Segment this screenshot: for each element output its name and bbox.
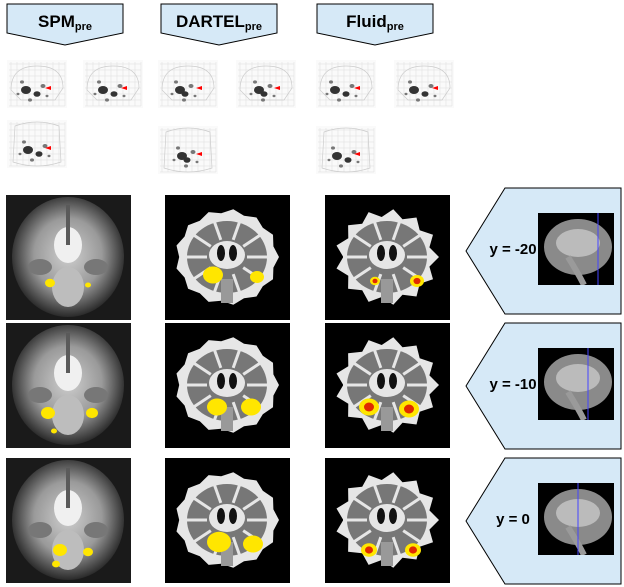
header-fluid-sub: pre bbox=[386, 21, 404, 33]
header-dartel-sub: pre bbox=[244, 21, 263, 33]
sagittal-thumb-2 bbox=[538, 348, 614, 420]
y-label-3: y = 0 bbox=[496, 511, 530, 528]
glass-brain-3 bbox=[7, 120, 67, 168]
sagittal-thumb-1 bbox=[538, 213, 614, 285]
coronal-slice-r1-c2 bbox=[165, 195, 290, 320]
glass-brain-5 bbox=[236, 60, 296, 108]
header-spm: SPMpre bbox=[6, 3, 124, 46]
glass-brain-9 bbox=[316, 126, 376, 174]
header-spm-sub: pre bbox=[74, 21, 92, 33]
y-panel-2: y = -10 bbox=[465, 322, 622, 450]
coronal-slice-r3-c3 bbox=[325, 458, 450, 583]
glass-brain-1 bbox=[7, 60, 67, 108]
coronal-slice-r2-c1 bbox=[6, 323, 131, 448]
y-label-1: y = -20 bbox=[489, 241, 537, 258]
header-dartel-name: DARTEL bbox=[175, 12, 245, 31]
header-fluid-name: Fluid bbox=[346, 12, 387, 31]
coronal-slice-r2-c3 bbox=[325, 323, 450, 448]
sagittal-thumb-3 bbox=[538, 483, 614, 555]
coronal-slice-r1-c1 bbox=[6, 195, 131, 320]
coronal-slice-r3-c1 bbox=[6, 458, 131, 583]
coronal-slice-r1-c3 bbox=[325, 195, 450, 320]
coronal-slice-r3-c2 bbox=[165, 458, 290, 583]
header-dartel: DARTELpre bbox=[160, 3, 278, 46]
header-spm-name: SPM bbox=[38, 12, 75, 31]
glass-brain-2 bbox=[83, 60, 143, 108]
glass-brain-8 bbox=[394, 60, 454, 108]
glass-brain-4 bbox=[158, 60, 218, 108]
y-panel-1: y = -20 bbox=[465, 187, 622, 315]
y-panel-3: y = 0 bbox=[465, 457, 622, 585]
y-label-2: y = -10 bbox=[489, 376, 537, 393]
glass-brain-6 bbox=[158, 126, 218, 174]
header-fluid: Fluidpre bbox=[316, 3, 434, 46]
glass-brain-7 bbox=[316, 60, 376, 108]
coronal-slice-r2-c2 bbox=[165, 323, 290, 448]
